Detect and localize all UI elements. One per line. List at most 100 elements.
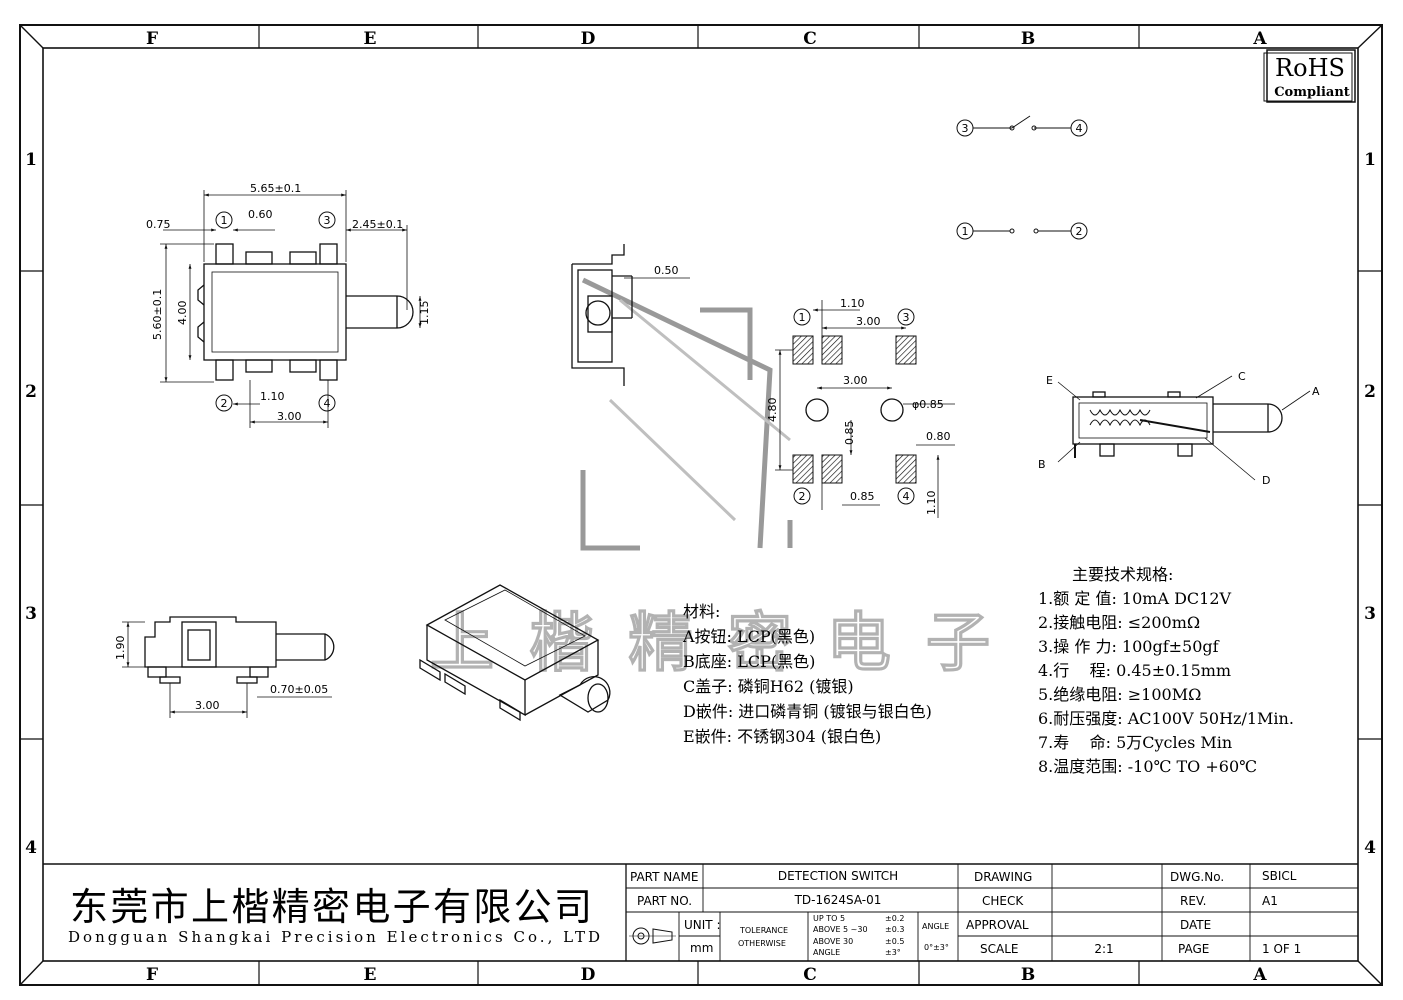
material-item: D嵌件: 进口磷青铜 (镀银与银白色) [683, 702, 932, 721]
angle-value: 0°±3° [924, 943, 949, 952]
top-view-dim-labels: 5.65±0.1 0.75 0.60 2.45±0.1 5.60±0.1 4.0… [146, 182, 431, 423]
page-label: PAGE [1178, 942, 1209, 956]
pin-number: 4 [1076, 122, 1083, 135]
col-label: D [581, 29, 596, 49]
dim-label: 4.00 [176, 301, 189, 326]
col-label: E [364, 965, 377, 985]
approval-label: APPROVAL [966, 918, 1029, 932]
dim-label: 3.00 [195, 699, 220, 712]
material-item: E嵌件: 不锈钢304 (银白色) [683, 727, 881, 746]
column-labels-bottom: F E D C B A [146, 965, 1267, 985]
drawing-label: DRAWING [974, 870, 1032, 884]
front-view-dim-labels: 1.90 0.70±0.05 3.00 [114, 636, 328, 713]
dim-label: 4.80 [766, 398, 779, 423]
tol-value: ±3° [885, 948, 901, 957]
column-labels-top: F E D C B A [146, 29, 1267, 49]
tolerance-label: TOLERANCE [739, 926, 788, 935]
row-label: 4 [1364, 838, 1376, 858]
row-label: 2 [25, 382, 37, 402]
section-label: E [1046, 374, 1053, 387]
pin-number: 4 [903, 490, 910, 503]
dim-label: 0.70±0.05 [270, 683, 328, 696]
pcb-layout-dims [775, 300, 955, 518]
specs-title: 主要技术规格: [1072, 565, 1173, 584]
scale-value: 2:1 [1094, 942, 1113, 956]
tol-range: ABOVE 5 ~30 [813, 925, 868, 934]
section-label: D [1262, 474, 1270, 487]
unit-value: mm [690, 941, 713, 955]
part-no-value: TD-1624SA-01 [794, 893, 882, 907]
col-label: C [803, 29, 817, 49]
isometric-view [419, 584, 611, 722]
col-label: F [146, 965, 158, 985]
tol-value: ±0.3 [885, 925, 904, 934]
rev-value: A1 [1262, 894, 1278, 908]
dim-label: 0.50 [654, 264, 679, 277]
pin-number: 1 [799, 311, 806, 324]
tol-range: ANGLE [813, 948, 840, 957]
pin-number: 4 [324, 397, 331, 410]
section-label: B [1038, 458, 1046, 471]
pcb-layout [792, 335, 917, 484]
spec-item: 5.绝缘电阻: ≥100MΩ [1038, 685, 1201, 704]
part-name-value: DETECTION SWITCH [778, 869, 898, 883]
dim-label: 3.00 [843, 374, 868, 387]
title-block [43, 863, 1358, 961]
rohs-title: RoHS [1275, 54, 1345, 82]
schematic-open [956, 222, 1088, 240]
schematic-open-labels: 1 2 [962, 225, 1083, 238]
side-view [571, 244, 633, 386]
col-label: A [1252, 965, 1267, 985]
dwg-no-value: SBICL [1262, 869, 1297, 883]
col-label: B [1021, 965, 1035, 985]
row-label: 1 [25, 150, 37, 170]
dwg-no-label: DWG.No. [1170, 870, 1224, 884]
row-labels-left: 1 2 3 4 [25, 150, 37, 858]
row-label: 1 [1364, 150, 1376, 170]
dim-label: 0.60 [248, 208, 273, 221]
part-name-label: PART NAME [630, 870, 698, 884]
row-label: 3 [25, 604, 37, 624]
row-label: 3 [1364, 604, 1376, 624]
material-item: B底座: LCP(黑色) [683, 652, 815, 671]
col-label: C [803, 965, 817, 985]
tol-range: UP TO 5 [813, 914, 845, 923]
row-label: 2 [1364, 382, 1376, 402]
schematic-closed-labels: 3 4 [962, 122, 1083, 135]
dim-label: 5.65±0.1 [250, 182, 301, 195]
company-name-cn: 东莞市上楷精密电子有限公司 [70, 885, 592, 929]
dim-label: 0.85 [843, 421, 856, 446]
spec-item: 7.寿 命: 5万Cycles Min [1038, 733, 1232, 752]
pcb-layout-dim-labels: 1.10 3.00 3.00 φ0.85 4.80 0.85 0.80 0.85… [766, 297, 951, 515]
dim-label: 3.00 [856, 315, 881, 328]
rohs-badge: RoHS Compliant [1263, 49, 1356, 103]
rohs-subtitle: Compliant [1274, 85, 1350, 100]
top-view-dims [160, 190, 422, 428]
row-labels-right: 1 2 3 4 [1364, 150, 1376, 858]
schematic-closed [956, 115, 1088, 137]
dim-label: 0.75 [146, 218, 171, 231]
dim-label: 0.80 [926, 430, 951, 443]
title-block-text: 东莞市上楷精密电子有限公司 Dongguan Shangkai Precisio… [68, 869, 1301, 957]
tol-value: ±0.2 [885, 914, 904, 923]
unit-label: UNIT : [684, 918, 721, 932]
dim-label: φ0.85 [912, 398, 944, 411]
spec-item: 2.接触电阻: ≤200mΩ [1038, 613, 1200, 632]
front-view-dims [122, 621, 332, 718]
spec-item: 3.操 作 力: 100gf±50gf [1038, 637, 1220, 656]
dim-label: 3.00 [277, 410, 302, 423]
spec-item: 6.耐压强度: AC100V 50Hz/1Min. [1038, 709, 1294, 728]
angle-label: ANGLE [922, 922, 949, 931]
dim-label: 0.85 [850, 490, 875, 503]
rev-label: REV. [1180, 894, 1206, 908]
section-view [1057, 375, 1311, 481]
materials-block: 材料: A按钮: LCP(黑色) B底座: LCP(黑色) C盖子: 磷铜H62… [682, 602, 932, 746]
pin-number: 2 [1076, 225, 1083, 238]
dim-label: 1.15 [418, 301, 431, 326]
sheet-frame [19, 24, 1383, 986]
top-view [197, 243, 414, 381]
col-label: E [364, 29, 377, 49]
part-no-label: PART NO. [637, 894, 692, 908]
spec-item: 4.行 程: 0.45±0.15mm [1038, 661, 1231, 680]
